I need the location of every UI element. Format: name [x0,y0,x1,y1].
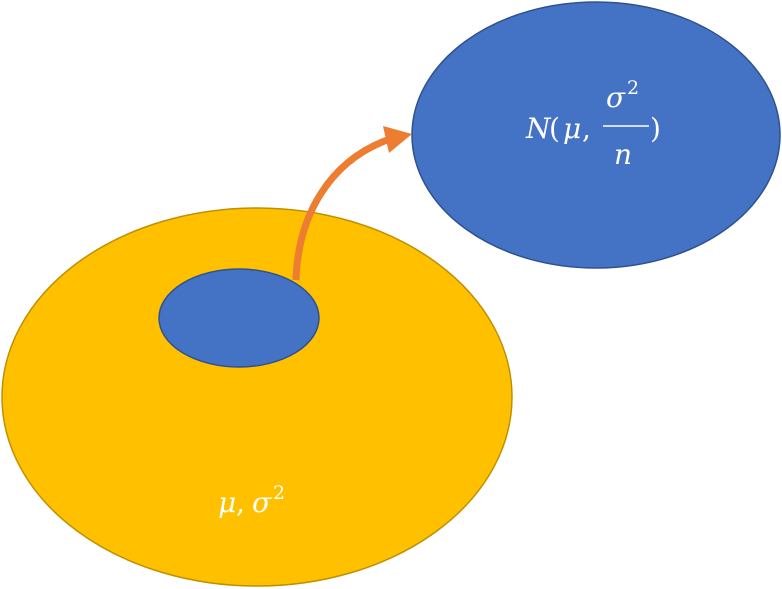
close-paren: ) [650,112,661,145]
fraction-denominator: n [614,138,632,171]
sampling-distribution-ellipse [411,1,781,269]
population-sigma: σ [252,486,272,519]
population-comma: , [236,486,245,519]
sample-comma: , [582,112,591,145]
fraction-numerator-sigma: σ [606,81,626,114]
population-sigma-exponent: 2 [273,482,285,504]
normal-symbol: N [525,112,552,145]
fraction-numerator-exponent: 2 [627,77,639,99]
sample-mu: μ [563,112,581,145]
sampling-arrow-shaft [292,135,392,281]
sampling-arrow [292,126,412,281]
sample-ellipse [158,268,320,368]
population-mu: μ [218,486,236,519]
sampling-arrow-head [383,126,412,153]
open-paren: ( [549,112,560,145]
population-ellipse [1,207,513,587]
sampling-distribution-label: N ( μ , σ 2 n ) [525,77,661,171]
population-parameters-label: μ , σ 2 [218,482,285,519]
